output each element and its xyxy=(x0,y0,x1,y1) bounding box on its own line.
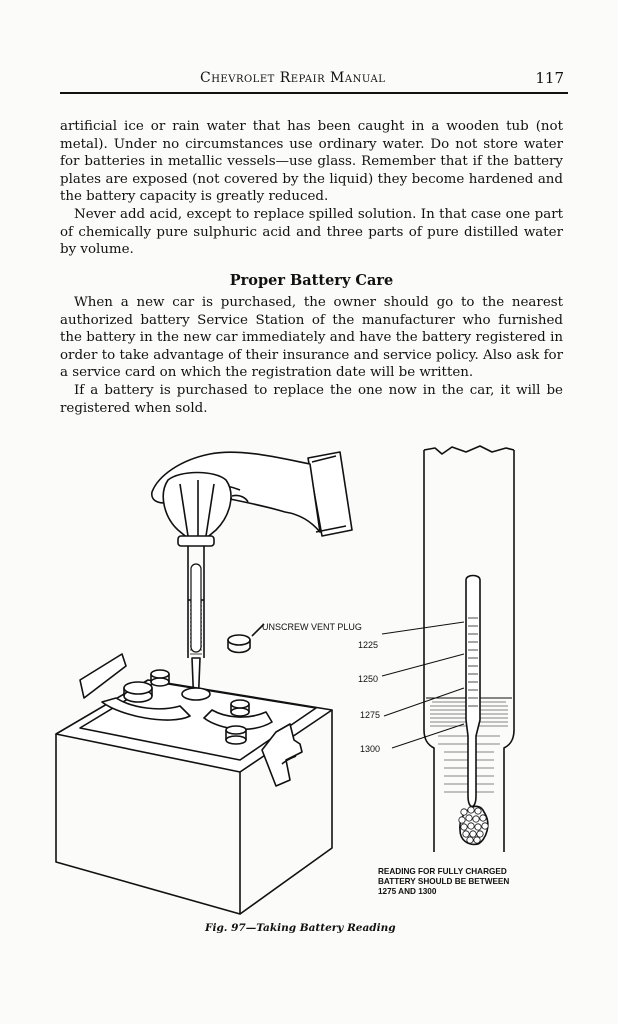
running-title: Chevrolet Repair Manual xyxy=(200,70,386,86)
figure-note-line: READING FOR FULLY CHARGED xyxy=(378,867,507,876)
hydrometer-syringe xyxy=(162,471,232,709)
vent-plug xyxy=(227,623,265,654)
hydrometer-tube-closeup xyxy=(423,445,515,852)
vent-plug-label: UNSCREW VENT PLUG xyxy=(262,622,362,632)
battery-reading-illustration: UNSCREW VENT PLUG 1225 1250 1275 1300 RE… xyxy=(55,445,515,915)
paragraph: artificial ice or rain water that has be… xyxy=(60,119,563,205)
figure-note-line: BATTERY SHOULD BE BETWEEN xyxy=(378,877,509,886)
paragraph: Never add acid, except to replace spille… xyxy=(60,206,563,258)
paragraph: When a new car is purchased, the owner s… xyxy=(60,295,563,381)
page-header: Chevrolet Repair Manual 117 xyxy=(60,66,568,94)
scale-label-1275: 1275 xyxy=(360,710,380,720)
scale-label-1225: 1225 xyxy=(358,640,378,650)
section-heading: Proper Battery Care xyxy=(229,272,394,289)
scale-label-1250: 1250 xyxy=(358,674,378,684)
page-number: 117 xyxy=(535,69,564,87)
battery-box xyxy=(55,653,333,915)
figure-caption: Fig. 97—Taking Battery Reading xyxy=(205,922,396,934)
scale-label-1300: 1300 xyxy=(360,744,380,754)
body-text-battery-care: When a new car is purchased, the owner s… xyxy=(60,294,563,417)
hydrometer-shot xyxy=(458,806,489,844)
body-text-top: artificial ice or rain water that has be… xyxy=(60,118,563,259)
paragraph: If a battery is purchased to replace the… xyxy=(60,382,563,416)
figure-note-line: 1275 AND 1300 xyxy=(378,887,437,896)
